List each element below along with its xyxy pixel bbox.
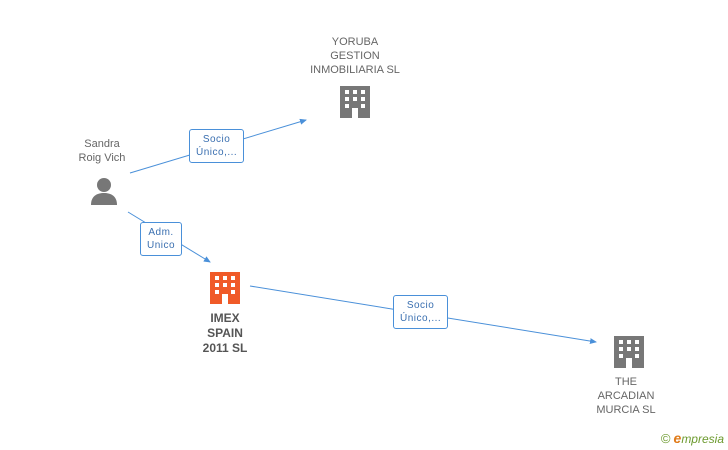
edge-label-sandra-imex[interactable]: Adm. Unico bbox=[140, 222, 183, 256]
building-icon[interactable] bbox=[340, 86, 370, 118]
copyright-icon: © bbox=[660, 431, 671, 446]
node-label-line: INMOBILIARIA SL bbox=[310, 64, 400, 76]
node-label-line: SPAIN bbox=[207, 326, 243, 340]
node-label-sandra[interactable]: Sandra Roig Vich bbox=[62, 137, 142, 165]
node-label-line: Sandra bbox=[84, 138, 120, 150]
node-label-line: GESTION bbox=[330, 50, 380, 62]
node-label-imex[interactable]: IMEX SPAIN 2011 SL bbox=[185, 311, 265, 356]
node-label-line: MURCIA SL bbox=[596, 404, 656, 416]
edge-label-line: Adm. bbox=[148, 227, 174, 238]
edge-label-sandra-yoruba[interactable]: Socio Único,... bbox=[189, 129, 245, 163]
node-label-arcadian[interactable]: THE ARCADIAN MURCIA SL bbox=[586, 375, 666, 417]
building-icon[interactable] bbox=[614, 336, 644, 368]
edge-label-line: Unico bbox=[147, 240, 176, 251]
brand-logo: ©empresia bbox=[661, 430, 724, 446]
edge-label-line: Socio bbox=[202, 134, 231, 145]
node-label-yoruba[interactable]: YORUBA GESTION INMOBILIARIA SL bbox=[295, 35, 415, 77]
edge-label-line: Único,... bbox=[400, 313, 442, 324]
edge-label-imex-arcadian[interactable]: Socio Único,... bbox=[393, 295, 449, 329]
node-label-line: Roig Vich bbox=[78, 152, 126, 164]
building-icon-main[interactable] bbox=[210, 272, 240, 304]
brand-name: mpresia bbox=[681, 432, 724, 446]
node-label-line: ARCADIAN bbox=[597, 390, 655, 402]
node-label-line: IMEX bbox=[210, 311, 240, 325]
node-label-line: 2011 SL bbox=[202, 341, 248, 355]
node-label-line: THE bbox=[615, 376, 637, 388]
person-icon[interactable] bbox=[91, 178, 117, 205]
node-label-line: YORUBA bbox=[331, 36, 379, 48]
edge-label-line: Único,... bbox=[196, 147, 238, 158]
brand-initial: e bbox=[673, 430, 682, 446]
edge-label-line: Socio bbox=[406, 300, 435, 311]
